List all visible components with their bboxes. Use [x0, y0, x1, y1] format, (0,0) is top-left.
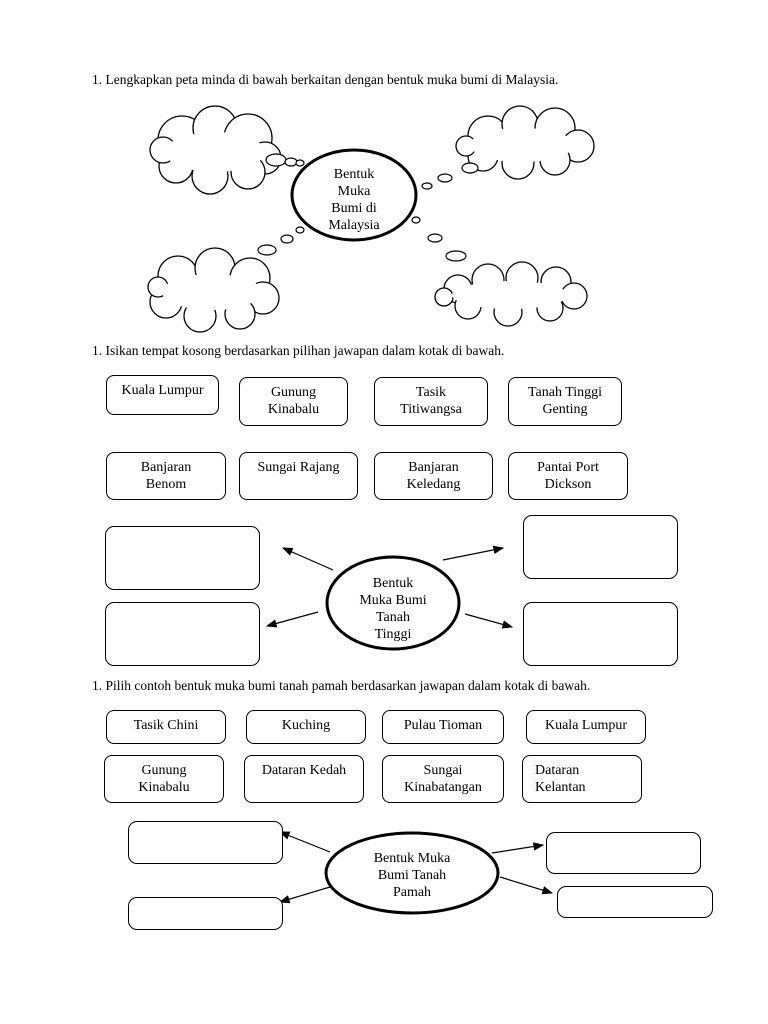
option-3-7[interactable]: Sungai Kinabatangan [382, 755, 504, 803]
arrow-2-bottom-right [464, 613, 514, 629]
center-ellipse-3 [324, 831, 500, 915]
center-label-1: Bentuk Muka Bumi di Malaysia [328, 167, 380, 233]
option-2-7[interactable]: Banjaran Keledang [374, 452, 493, 500]
thought-bubbles-bottom-right [411, 216, 467, 262]
option-2-4[interactable]: Tanah Tinggi Genting [508, 377, 622, 426]
answer-box-3-bottom-right[interactable] [557, 886, 713, 918]
option-3-3[interactable]: Pulau Tioman [382, 710, 504, 744]
question-1-text: 1. Lengkapkan peta minda di bawah berkai… [92, 72, 559, 87]
arrow-3-top-left [278, 831, 331, 853]
arrow-3-bottom-right [499, 876, 554, 895]
answer-cloud-top-right[interactable] [455, 105, 595, 180]
center-label-2: Bentuk Muka Bumi Tanah Tinggi [359, 576, 427, 642]
answer-box-2-bottom-right[interactable] [523, 602, 678, 666]
center-ellipse-1 [290, 148, 418, 242]
arrow-2-top-right [442, 545, 505, 561]
option-2-2[interactable]: Gunung Kinabalu [239, 377, 348, 426]
option-3-8[interactable]: Dataran Kelantan [522, 755, 642, 803]
option-2-3[interactable]: Tasik Titiwangsa [374, 377, 488, 426]
option-3-4[interactable]: Kuala Lumpur [526, 710, 646, 744]
option-2-5[interactable]: Banjaran Benom [106, 452, 226, 500]
question-3-text: 1. Pilih contoh bentuk muka bumi tanah p… [92, 678, 591, 693]
thought-bubbles-bottom-left [257, 226, 305, 256]
thought-bubbles-top-right [421, 162, 479, 190]
arrow-2-bottom-left [265, 611, 319, 628]
center-label-3: Bentuk Muka Bumi Tanah Pamah [373, 851, 451, 900]
answer-box-2-top-right[interactable] [523, 515, 678, 579]
answer-box-2-top-left[interactable] [105, 526, 260, 590]
center-ellipse-2 [325, 555, 461, 651]
answer-box-3-bottom-left[interactable] [128, 897, 283, 930]
option-3-2[interactable]: Kuching [246, 710, 366, 744]
option-3-5[interactable]: Gunung Kinabalu [104, 755, 224, 803]
answer-box-2-bottom-left[interactable] [105, 602, 260, 666]
arrow-2-top-left [281, 547, 334, 571]
answer-box-3-top-right[interactable] [546, 832, 701, 874]
thought-bubbles-top-left [265, 153, 305, 167]
question-2-text: 1. Isikan tempat kosong berdasarkan pili… [92, 343, 505, 358]
answer-cloud-bottom-left[interactable] [147, 247, 280, 333]
option-3-6[interactable]: Dataran Kedah [244, 755, 364, 803]
answer-cloud-bottom-right[interactable] [434, 261, 588, 327]
answer-box-3-top-left[interactable] [128, 821, 283, 864]
option-2-6[interactable]: Sungai Rajang [239, 452, 358, 500]
option-2-1[interactable]: Kuala Lumpur [106, 375, 219, 415]
option-3-1[interactable]: Tasik Chini [106, 710, 226, 744]
answer-cloud-top-left[interactable] [149, 105, 282, 195]
option-2-8[interactable]: Pantai Port Dickson [508, 452, 628, 500]
arrow-3-top-right [491, 842, 545, 854]
arrow-3-bottom-left [278, 886, 331, 904]
